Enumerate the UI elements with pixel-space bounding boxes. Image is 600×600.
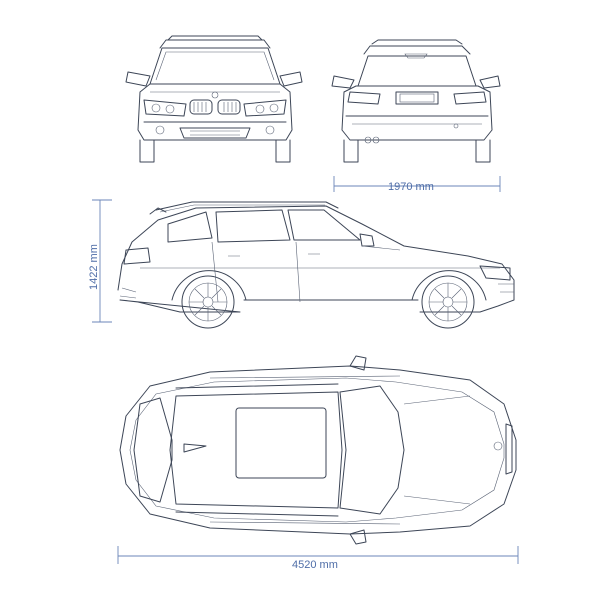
width-dimension-label: 1970 mm xyxy=(388,181,434,193)
top-view xyxy=(119,355,517,545)
length-dimension-label: 4520 mm xyxy=(292,559,338,571)
width-dimension: 1970 mm xyxy=(333,176,501,193)
front-view xyxy=(125,35,303,163)
length-dimension: 4520 mm xyxy=(117,546,519,571)
rear-view xyxy=(331,39,501,163)
height-dimension-label: 1422 mm xyxy=(88,244,100,290)
height-dimension: 1422 mm xyxy=(88,199,112,323)
side-view xyxy=(117,201,515,329)
